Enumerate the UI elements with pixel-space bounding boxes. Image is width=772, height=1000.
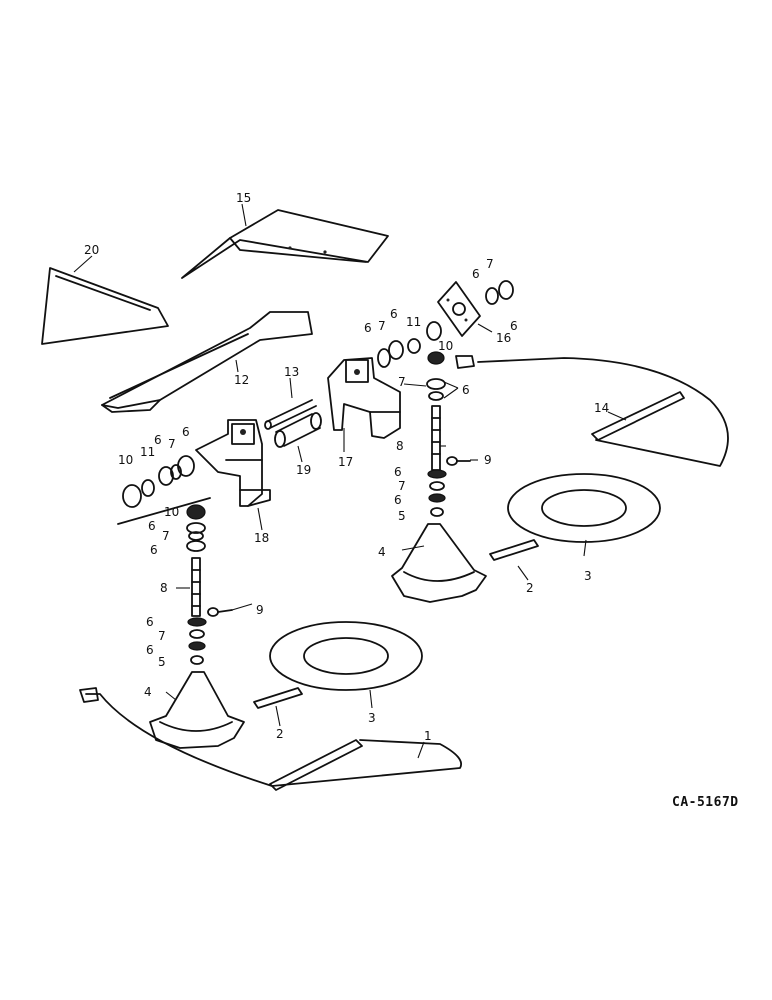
left-stack-upper-hardware (117, 455, 211, 552)
callout-12: 12 (234, 373, 249, 387)
callout-10-right: 10 (438, 339, 453, 353)
callout-6-right-a: 6 (364, 321, 372, 335)
part-16-plate (437, 281, 481, 337)
callout-15: 15 (236, 191, 251, 205)
callout-7-right-b: 7 (486, 257, 494, 271)
callout-6-left-a: 6 (154, 433, 162, 447)
callout-11-left: 11 (140, 445, 155, 459)
callout-6-right-b: 6 (390, 307, 398, 321)
part-12-deflector (101, 311, 313, 413)
callout-10-left-a: 10 (118, 453, 133, 467)
callout-20: 20 (84, 243, 99, 257)
part-2-knife-left (253, 687, 303, 709)
leader-lines (73, 203, 627, 759)
callout-7-left-c: 7 (158, 629, 166, 643)
callout-10-left-b: 10 (164, 505, 179, 519)
callout-5-left: 5 (158, 655, 166, 669)
callout-19: 19 (296, 463, 311, 477)
left-lower-hardware (187, 607, 233, 665)
callout-5-right: 5 (398, 509, 406, 523)
callout-6-left-c: 6 (148, 519, 156, 533)
callout-4-right: 4 (378, 545, 386, 559)
callout-1: 1 (424, 729, 432, 743)
callout-6-right-g: 6 (394, 493, 402, 507)
callout-9-right: 9 (484, 453, 492, 467)
part-13-pin (264, 399, 317, 430)
callout-3-right: 3 (584, 569, 592, 583)
part-14-frame (455, 355, 729, 467)
callout-6-left-b: 6 (182, 425, 190, 439)
callout-6-right-f: 6 (394, 465, 402, 479)
part-3-disk-right (507, 473, 661, 543)
callout-6-right-d: 6 (510, 319, 518, 333)
callout-7-right-a: 7 (378, 319, 386, 333)
drawing-code: CA-5167D (672, 795, 739, 810)
callout-3-left: 3 (368, 711, 376, 725)
callout-11-right: 11 (406, 315, 421, 329)
part-19-tube (274, 412, 322, 448)
callout-4-left: 4 (144, 685, 152, 699)
callout-8-right: 8 (396, 439, 404, 453)
callout-17: 17 (338, 455, 353, 469)
part-15-shield (181, 209, 389, 279)
callout-2-left: 2 (276, 727, 284, 741)
right-lower-hardware (427, 456, 471, 517)
callout-7-left-a: 7 (168, 437, 176, 451)
part-20-plate (41, 267, 169, 345)
callout-6-right-e: 6 (462, 383, 470, 397)
part-8-shaft-right (431, 405, 441, 471)
part-8-shaft-left (191, 557, 201, 617)
callout-9-left: 9 (256, 603, 264, 617)
part-18-bracket (195, 419, 271, 507)
callout-7-right-c: 7 (398, 375, 406, 389)
part-3-disk-left (269, 621, 423, 691)
part-2-knife-right (489, 539, 539, 561)
right-stack-hardware (377, 280, 514, 401)
callout-13: 13 (284, 365, 299, 379)
callout-7-right-d: 7 (398, 479, 406, 493)
part-1-frame (79, 687, 462, 791)
callout-6-left-d: 6 (150, 543, 158, 557)
callout-6-left-f: 6 (146, 643, 154, 657)
callout-labels: 15 20 12 13 19 18 17 16 14 6 7 6 11 10 6… (84, 191, 739, 810)
callout-16: 16 (496, 331, 511, 345)
part-4-cone-left (149, 671, 245, 749)
callout-6-right-c: 6 (472, 267, 480, 281)
callout-18: 18 (254, 531, 269, 545)
part-4-cone-right (391, 523, 487, 603)
callout-8-left: 8 (160, 581, 168, 595)
callout-2-right: 2 (526, 581, 534, 595)
part-17-bracket (327, 357, 401, 439)
callout-7-left-b: 7 (162, 529, 170, 543)
callout-14: 14 (594, 401, 609, 415)
callout-6-left-e: 6 (146, 615, 154, 629)
